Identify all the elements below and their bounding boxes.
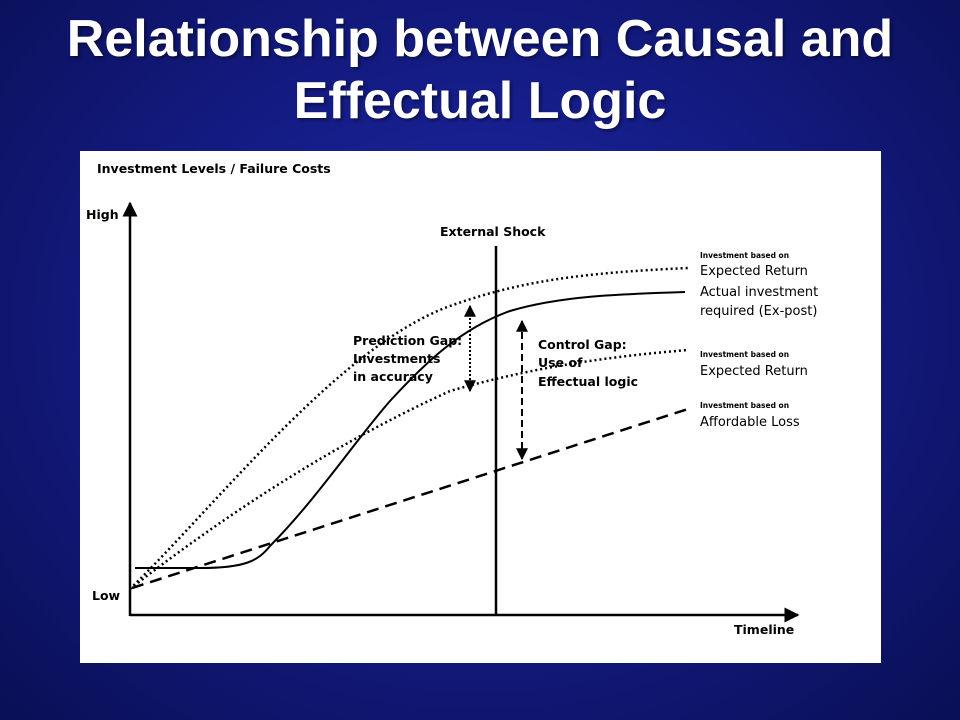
slide-title-line-1: Relationship between Causal and bbox=[66, 10, 894, 68]
affordable-main-label: Affordable Loss bbox=[700, 415, 800, 430]
upper-expected-main-label: Expected Return bbox=[700, 264, 808, 279]
lower-expected-main-label: Expected Return bbox=[700, 364, 808, 379]
prediction-gap-label: Prediction Gap: Investments in accuracy bbox=[353, 333, 467, 384]
external-shock-label: External Shock bbox=[440, 224, 546, 239]
curve-actual-investment bbox=[135, 291, 686, 569]
actual-investment-label-line-2: required (Ex-post) bbox=[700, 304, 817, 319]
affordable-small-label: Investment based on bbox=[700, 401, 789, 410]
y-axis-title: Investment Levels / Failure Costs bbox=[97, 161, 331, 176]
diagram-svg: Investment Levels / Failure Costs High L… bbox=[86, 161, 818, 637]
curve-upper-expected-return bbox=[129, 266, 689, 590]
lower-expected-small-label: Investment based on bbox=[700, 350, 789, 359]
diagram-panel: Investment Levels / Failure Costs High L… bbox=[80, 151, 881, 663]
y-high-label: High bbox=[86, 207, 119, 222]
prediction-gap-line-2: Investments bbox=[353, 351, 440, 366]
prediction-gap-line-3: in accuracy bbox=[353, 369, 433, 384]
actual-investment-label-line-1: Actual investment bbox=[700, 285, 818, 300]
slide-title: Relationship between Causal and Effectua… bbox=[0, 8, 960, 132]
x-axis-label: Timeline bbox=[734, 622, 794, 637]
control-gap-label: Control Gap: Use of Effectual logic bbox=[538, 337, 638, 389]
y-low-label: Low bbox=[92, 588, 121, 603]
prediction-gap-line-1: Prediction Gap: bbox=[353, 333, 462, 348]
upper-expected-small-label: Investment based on bbox=[700, 251, 789, 260]
control-gap-line-1: Control Gap: bbox=[538, 337, 627, 352]
control-gap-line-3: Effectual logic bbox=[538, 374, 638, 389]
control-gap-line-2: Use of bbox=[538, 355, 583, 370]
line-affordable-loss bbox=[131, 407, 689, 590]
slide-title-line-2: Effectual Logic bbox=[293, 72, 667, 130]
